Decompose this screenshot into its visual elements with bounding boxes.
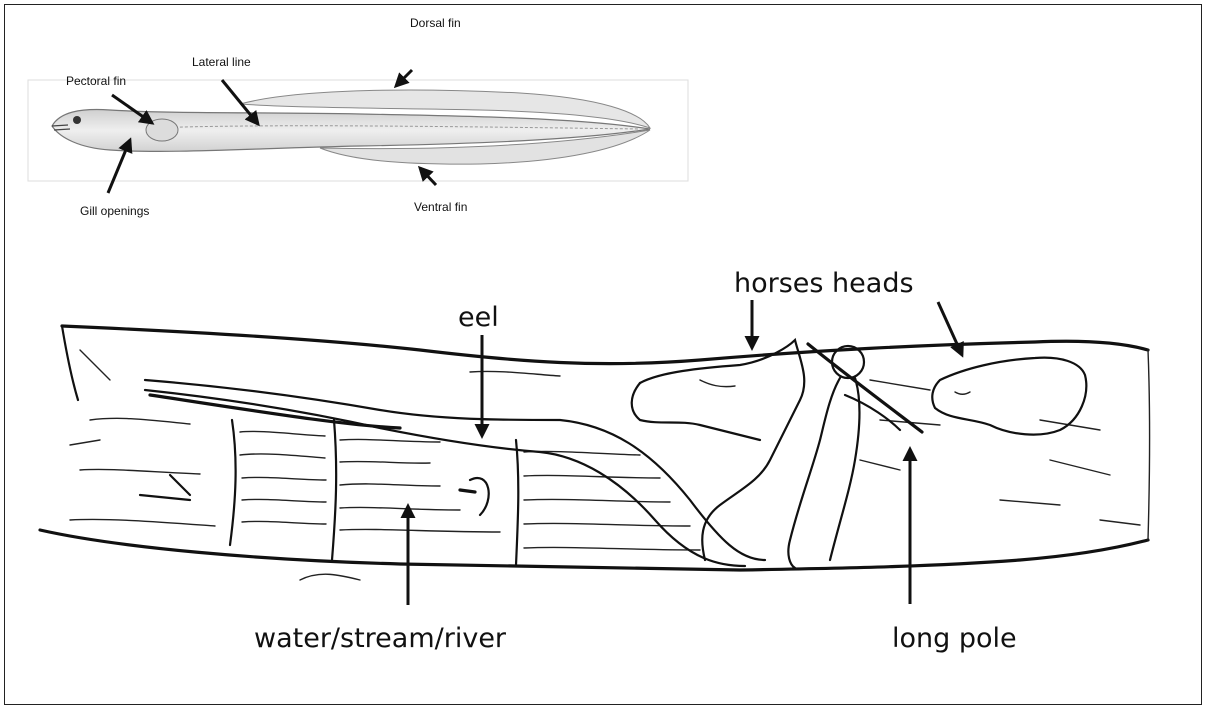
horse-head-1-eye [700, 380, 735, 387]
long-pole-label: long pole [892, 623, 1017, 654]
eel-label: eel [458, 302, 499, 333]
water-divider-3 [516, 440, 518, 565]
horse-head-2-eye [955, 392, 970, 394]
object-right-edge [1148, 350, 1150, 540]
object-bottom-edge [40, 530, 1148, 570]
dorsal-fin-label: Dorsal fin [410, 16, 461, 30]
horse-head-1-muzzle [632, 383, 760, 440]
human-figure-arm [845, 395, 900, 430]
ventral-fin-label: Ventral fin [414, 200, 467, 214]
eel-anatomy-diagram: Pectoral fin Lateral line Dorsal fin Gil… [28, 16, 688, 218]
gill-openings-label: Gill openings [80, 204, 149, 218]
horse-head-2-outline [932, 358, 1086, 435]
horse-head-1-outline [640, 340, 804, 560]
water-divider-2 [332, 420, 336, 560]
object-top-edge [62, 326, 1148, 364]
object-left-edge [62, 326, 78, 400]
human-figure-front [830, 378, 860, 560]
pectoral-fin-label: Pectoral fin [66, 74, 126, 88]
water-divider-1 [230, 420, 236, 545]
water-label: water/stream/river [254, 623, 507, 654]
eel-eye [73, 116, 81, 124]
horses-heads-label: horses heads [734, 268, 914, 299]
horse-head-2-arrow [938, 302, 962, 355]
engraving-drawing: eel horses heads water/stream/river long… [40, 268, 1150, 654]
lateral-line-label: Lateral line [192, 55, 251, 69]
